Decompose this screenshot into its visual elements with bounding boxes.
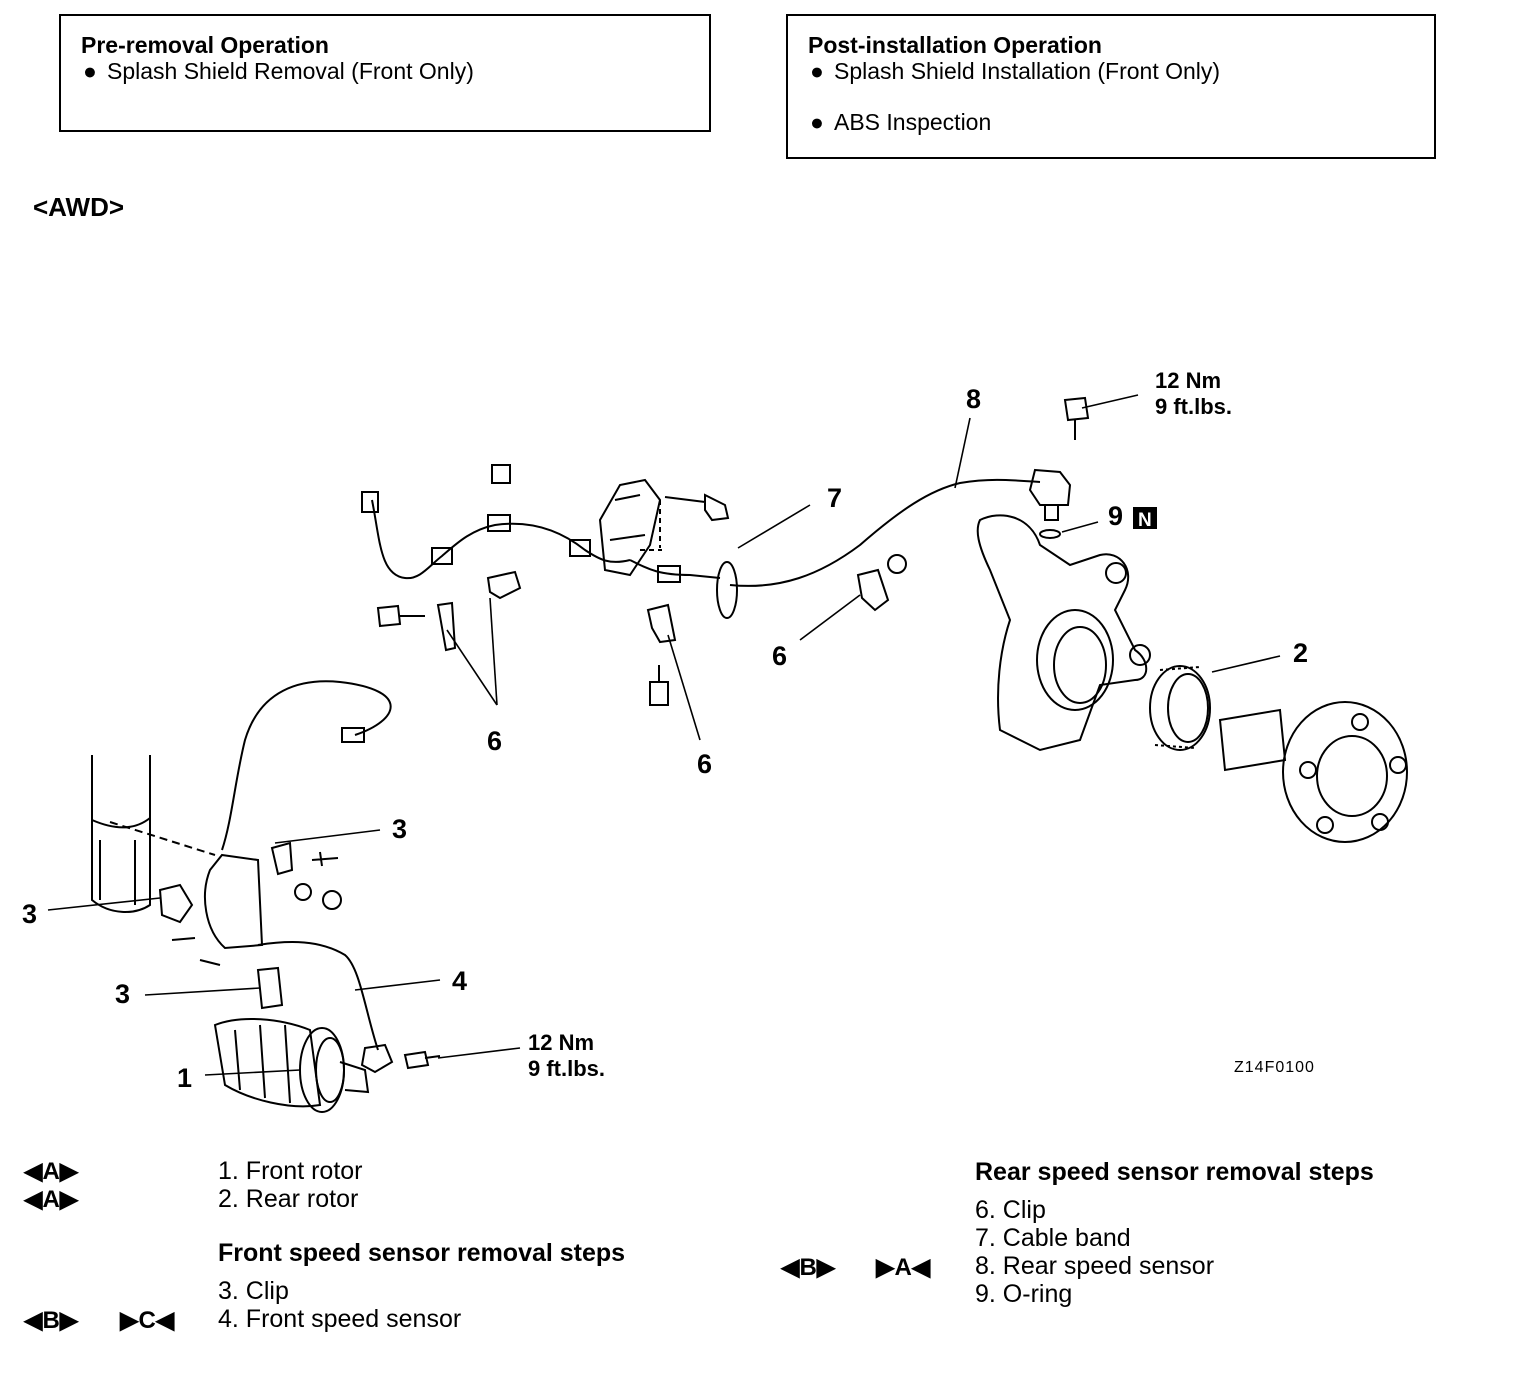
- pre-removal-box: Pre-removal Operation ●Splash Shield Rem…: [59, 14, 711, 132]
- grommet-icon: [487, 514, 511, 532]
- variant-label: <AWD>: [33, 192, 125, 222]
- rear-speed-sensor-icon: [1028, 468, 1072, 506]
- callout-6: 6: [487, 726, 502, 756]
- left-steps: 1. Front rotor 2. Rear rotor Front speed…: [218, 1157, 625, 1333]
- bolt-icon: [1063, 396, 1090, 440]
- callout-8: 8: [966, 384, 981, 414]
- front-rotor-icon: [299, 1027, 345, 1113]
- rear-rotor-icon: [1149, 665, 1211, 751]
- grommet-icon: [887, 554, 907, 574]
- bullet-icon: ●: [810, 58, 824, 84]
- strut-icon: [91, 755, 151, 913]
- step-item: 7. Cable band: [975, 1224, 1131, 1252]
- service-marker: ▶C◀: [120, 1307, 175, 1334]
- front-speed-sensor-icon: [360, 1043, 394, 1074]
- front-bracket-icon: [204, 853, 264, 950]
- service-marker: ◀A▶: [24, 1158, 79, 1185]
- step-item: 4. Front speed sensor: [218, 1305, 462, 1333]
- drive-shaft-icon: [213, 1017, 322, 1108]
- knuckle-icon: [976, 514, 1148, 752]
- o-ring-icon: [1039, 529, 1061, 539]
- callout-6: 6: [772, 641, 787, 671]
- bolt-icon: [171, 937, 221, 966]
- bolt-icon: [311, 851, 339, 867]
- clip-icon: [270, 841, 294, 876]
- hub-icon: [1218, 708, 1287, 772]
- bolt-icon: [376, 604, 425, 628]
- clip-icon: [646, 603, 677, 644]
- step-item: 3. Clip: [218, 1277, 289, 1305]
- bullet-icon: ●: [83, 58, 97, 84]
- front-sensor-harness: [221, 680, 392, 851]
- callout-4: 4: [452, 966, 467, 996]
- figure-code: Z14F0100: [1234, 1059, 1315, 1076]
- callout-6: 6: [697, 749, 712, 779]
- clip-icon: [856, 568, 890, 612]
- cable-band-icon: [716, 561, 738, 619]
- step-item: 8. Rear speed sensor: [975, 1252, 1215, 1280]
- service-marker: ◀B▶: [24, 1307, 79, 1334]
- grommet-icon: [294, 883, 312, 901]
- callout-2: 2: [1293, 638, 1308, 668]
- step-item: 6. Clip: [975, 1196, 1046, 1224]
- bolt-icon: [403, 1050, 441, 1070]
- torque-top-ftlbs: 9 ft.lbs.: [1155, 394, 1232, 419]
- rear-steps-heading: Rear speed sensor removal steps: [975, 1158, 1374, 1186]
- rear-sensor-cable: [729, 478, 1041, 587]
- callout-3: 3: [22, 899, 37, 929]
- torque-bottom-ftlbs: 9 ft.lbs.: [528, 1056, 605, 1081]
- step-item: 9. O-ring: [975, 1280, 1073, 1308]
- service-marker: ◀A▶: [24, 1186, 79, 1213]
- exploded-diagram: 8 7 9 N 2 6 6 6 3 3 3 4 1 12 Nm 9 ft.lbs…: [22, 368, 1408, 1113]
- new-part-badge: [1133, 507, 1157, 529]
- rear-connector-icon: [361, 491, 379, 513]
- callout-9: 9: [1108, 501, 1123, 531]
- post-installation-item: ●Splash Shield Installation (Front Only): [810, 58, 1221, 84]
- nut-icon: [491, 464, 511, 484]
- callout-1: 1: [177, 1063, 192, 1093]
- callout-7: 7: [827, 483, 842, 513]
- step-item: 1. Front rotor: [218, 1157, 363, 1185]
- pre-removal-item: ●Splash Shield Removal (Front Only): [83, 58, 474, 84]
- pre-removal-title: Pre-removal Operation: [81, 32, 329, 58]
- front-connector-icon: [341, 727, 365, 743]
- step-item: 2. Rear rotor: [218, 1185, 359, 1213]
- post-installation-box: Post-installation Operation ●Splash Shie…: [786, 14, 1436, 159]
- callout-3: 3: [115, 979, 130, 1009]
- bullet-icon: ●: [810, 109, 824, 135]
- post-installation-title: Post-installation Operation: [808, 32, 1102, 58]
- clip-icon: [158, 883, 194, 924]
- torque-top-nm: 12 Nm: [1155, 368, 1221, 393]
- rear-sensor-harness: [371, 499, 631, 580]
- torque-bottom-nm: 12 Nm: [528, 1030, 594, 1055]
- clip-icon: [486, 570, 522, 600]
- clip-icon: [256, 966, 284, 1010]
- front-steps-heading: Front speed sensor removal steps: [218, 1239, 626, 1267]
- new-part-badge-text: N: [1138, 510, 1152, 531]
- clip-icon: [436, 601, 457, 652]
- post-installation-item: ●ABS Inspection: [810, 109, 992, 135]
- service-marker: ▶A◀: [876, 1254, 931, 1281]
- callout-3: 3: [392, 814, 407, 844]
- bolt-icon: [664, 493, 730, 522]
- grommet-icon: [322, 890, 342, 910]
- service-marker: ◀B▶: [781, 1254, 836, 1281]
- right-steps: Rear speed sensor removal steps 6. Clip …: [975, 1158, 1374, 1308]
- bolt-icon: [649, 665, 669, 706]
- rear-bracket-icon: [598, 478, 662, 577]
